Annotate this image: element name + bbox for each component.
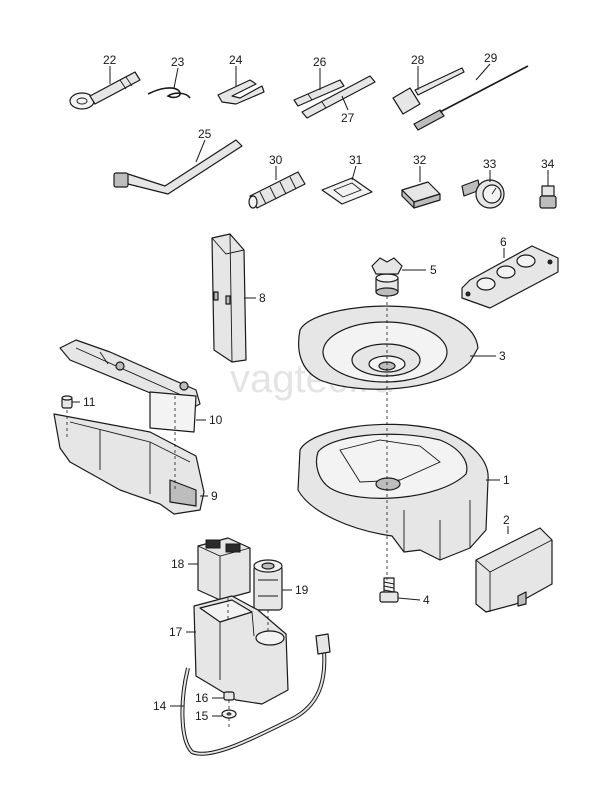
callout-5: 5 — [430, 263, 437, 277]
callout-9: 9 — [211, 489, 218, 503]
part-24-bracket-hook — [217, 79, 265, 105]
callout-19: 19 — [295, 583, 309, 597]
callout-16: 16 — [195, 691, 209, 705]
part-23-wire-clip — [147, 87, 191, 99]
part-6-foam-insert — [461, 245, 559, 309]
callout-25: 25 — [198, 127, 212, 141]
part-29-long-screwdriver — [413, 65, 529, 131]
callout-32: 32 — [413, 153, 427, 167]
leader-lines — [72, 63, 549, 717]
callout-28: 28 — [411, 53, 425, 67]
assembly-lines — [66, 296, 388, 730]
part-3-spare-wheel-cover — [298, 305, 479, 390]
part-34-bolt — [539, 185, 557, 209]
part-32-pads — [401, 181, 441, 209]
callout-4: 4 — [423, 593, 430, 607]
part-1-tool-tray — [297, 423, 489, 561]
callout-29: 29 — [484, 51, 498, 65]
callout-18: 18 — [171, 557, 185, 571]
callout-11: 11 — [83, 395, 96, 409]
part-28-screwdriver — [392, 67, 465, 115]
part-25-wheel-wrench — [113, 139, 243, 195]
callout-8: 8 — [259, 291, 266, 305]
callout-labels: 22 23 24 26 27 28 29 25 30 31 32 33 34 6… — [83, 51, 555, 723]
callout-33: 33 — [483, 157, 497, 171]
callout-31: 31 — [349, 153, 363, 167]
callout-1: 1 — [503, 473, 510, 487]
part-17-compressor-holder — [193, 595, 289, 705]
callout-14: 14 — [153, 699, 167, 713]
callout-10: 10 — [209, 413, 223, 427]
part-30-adapter-sleeve — [248, 171, 306, 209]
part-2-foam-block — [475, 527, 553, 613]
part-5-wing-nut — [371, 257, 403, 297]
part-27-crank-rod — [301, 75, 376, 119]
callout-34: 34 — [541, 157, 555, 171]
callout-22: 22 — [103, 53, 117, 67]
part-26-extension-rod — [293, 79, 345, 107]
callout-2: 2 — [503, 513, 510, 527]
callout-27: 27 — [341, 111, 355, 125]
part-22-towing-eye — [69, 71, 141, 110]
part-8-foam-block — [211, 233, 247, 363]
callout-26: 26 — [313, 55, 327, 69]
part-19-sealant-bottle — [253, 559, 283, 611]
callout-30: 30 — [269, 153, 283, 167]
part-18-compressor — [197, 537, 251, 601]
part-31-pad — [321, 177, 373, 205]
part-14-strap — [180, 633, 331, 756]
callout-23: 23 — [171, 55, 185, 69]
part-4-centre-bolt — [379, 577, 399, 603]
callout-15: 15 — [195, 709, 209, 723]
part-33-pressure-gauge — [461, 179, 505, 209]
part-9-jack-holder — [53, 413, 205, 515]
callout-24: 24 — [229, 53, 243, 67]
callout-6: 6 — [500, 235, 507, 249]
part-16-nut — [223, 691, 235, 701]
callout-17: 17 — [169, 625, 183, 639]
part-11-nut — [61, 395, 73, 409]
callout-3: 3 — [499, 349, 506, 363]
part-10-jack — [59, 339, 201, 433]
